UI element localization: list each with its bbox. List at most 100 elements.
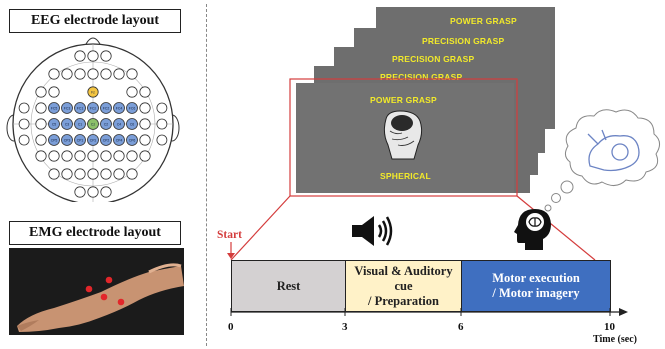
slide-label: POWER GRASP <box>450 16 517 26</box>
eeg-electrode <box>100 150 112 162</box>
eeg-electrode-label: FC1 <box>77 107 84 111</box>
start-label: Start <box>217 229 242 241</box>
panel-divider <box>206 4 207 346</box>
eeg-electrode <box>113 102 125 114</box>
eeg-electrode <box>48 168 60 180</box>
eeg-electrode-label: CPz <box>90 139 97 143</box>
eeg-electrode-cz <box>87 118 99 130</box>
eeg-electrode-label: FC5 <box>51 107 58 111</box>
eeg-electrode <box>18 118 30 130</box>
emg-arm-image <box>9 248 184 335</box>
eeg-electrode-label: C5 <box>52 123 56 127</box>
eeg-electrode <box>87 68 99 80</box>
eeg-electrode <box>139 86 151 98</box>
eeg-electrode <box>18 102 30 114</box>
phase-rest: Rest <box>231 260 346 312</box>
eeg-electrode <box>87 150 99 162</box>
phase-label: Motor execution / Motor imagery <box>492 271 580 300</box>
eeg-electrode <box>126 150 138 162</box>
emg-title: EMG electrode layout <box>9 221 181 245</box>
eeg-electrode <box>126 102 138 114</box>
eeg-electrode <box>100 68 112 80</box>
eeg-electrode <box>100 50 112 62</box>
eeg-electrode-label: Fz <box>91 91 95 95</box>
tick-label: 10 <box>604 321 615 333</box>
eeg-electrode-label: FC3 <box>64 107 71 111</box>
eeg-electrode-label: CP1 <box>77 139 84 143</box>
eeg-electrode <box>126 86 138 98</box>
eeg-electrode <box>48 68 60 80</box>
eeg-electrode <box>100 118 112 130</box>
eeg-electrode <box>113 118 125 130</box>
slide-label: PRECISION GRASP <box>422 36 505 46</box>
hand-fist-icon <box>383 110 423 160</box>
eeg-electrode-label: FC6 <box>129 107 136 111</box>
eeg-electrode <box>18 134 30 146</box>
phase-motor: Motor execution / Motor imagery <box>461 260 611 312</box>
eeg-electrode-fz <box>87 86 99 98</box>
eeg-electrode <box>87 50 99 62</box>
eeg-electrode <box>113 150 125 162</box>
tick-label: 0 <box>228 321 234 333</box>
eeg-electrode <box>35 102 47 114</box>
speaker-icon <box>352 216 393 246</box>
eeg-electrode <box>87 102 99 114</box>
eeg-electrode <box>35 86 47 98</box>
emg-electrode <box>117 298 125 306</box>
hand-fist-icon <box>587 129 640 172</box>
eeg-electrode <box>61 150 73 162</box>
eeg-electrode <box>87 168 99 180</box>
eeg-electrode <box>139 118 151 130</box>
phase-label: Rest <box>276 278 301 293</box>
eeg-electrode <box>48 118 60 130</box>
eeg-electrode <box>48 86 60 98</box>
start-arrow <box>227 242 235 259</box>
eeg-electrode <box>113 68 125 80</box>
phase-label: Visual & Auditory cue / Preparation <box>354 263 453 308</box>
stimulus-slide-front: POWER GRASP SPHERICAL <box>296 83 514 193</box>
eeg-electrode-label: C1 <box>78 123 82 127</box>
eeg-electrode <box>87 134 99 146</box>
tick-label: 6 <box>458 321 464 333</box>
emg-electrode <box>85 285 93 293</box>
eeg-electrode <box>100 168 112 180</box>
eeg-electrode <box>61 68 73 80</box>
eeg-electrode-label: CP4 <box>116 139 123 143</box>
eeg-electrode-label: CP6 <box>129 139 136 143</box>
eeg-electrode <box>113 134 125 146</box>
axis-label: Time (sec) <box>593 334 637 345</box>
eeg-electrode <box>139 134 151 146</box>
emg-electrode <box>100 293 108 301</box>
eeg-title: EEG electrode layout <box>9 9 181 33</box>
eeg-electrode-label: C6 <box>130 123 134 127</box>
eeg-electrode <box>74 102 86 114</box>
eeg-electrode <box>35 134 47 146</box>
eeg-electrode <box>61 168 73 180</box>
eeg-electrode-label: CP3 <box>64 139 71 143</box>
eeg-electrode <box>100 102 112 114</box>
slide-label: PRECISION GRASP <box>380 72 463 82</box>
eeg-electrode <box>61 102 73 114</box>
thought-bubble-icon <box>544 109 660 212</box>
eeg-electrode-label: Cz <box>91 123 95 127</box>
eeg-electrode <box>100 134 112 146</box>
eeg-electrode-label: FCz <box>90 107 97 111</box>
eeg-electrode <box>48 102 60 114</box>
eeg-electrode <box>113 168 125 180</box>
eeg-electrode <box>139 102 151 114</box>
eeg-electrode <box>74 134 86 146</box>
eeg-electrode <box>156 118 168 130</box>
eeg-electrode <box>126 168 138 180</box>
eeg-electrode <box>61 118 73 130</box>
eeg-electrode <box>87 186 99 198</box>
eeg-electrode <box>74 50 86 62</box>
eeg-electrode <box>48 134 60 146</box>
slide-label-bottom: SPHERICAL <box>380 171 431 181</box>
brain-head-icon <box>514 209 551 250</box>
slide-label: PRECISION GRASP <box>392 54 475 64</box>
eeg-electrode <box>61 134 73 146</box>
eeg-electrode <box>35 150 47 162</box>
eeg-electrode <box>48 150 60 162</box>
